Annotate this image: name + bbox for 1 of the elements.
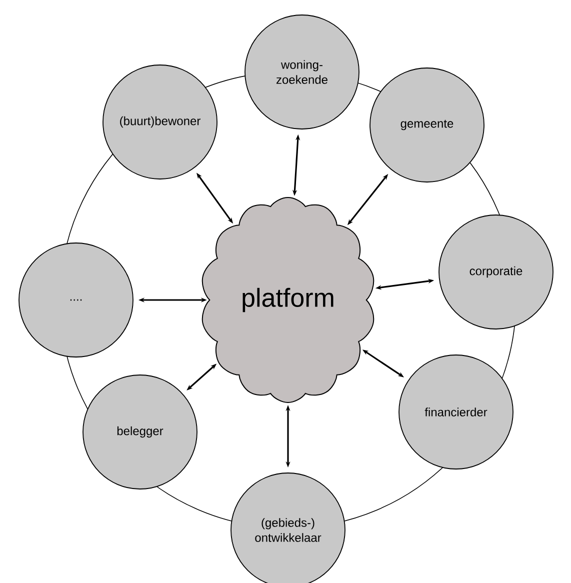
cloud: platform [202, 197, 374, 403]
